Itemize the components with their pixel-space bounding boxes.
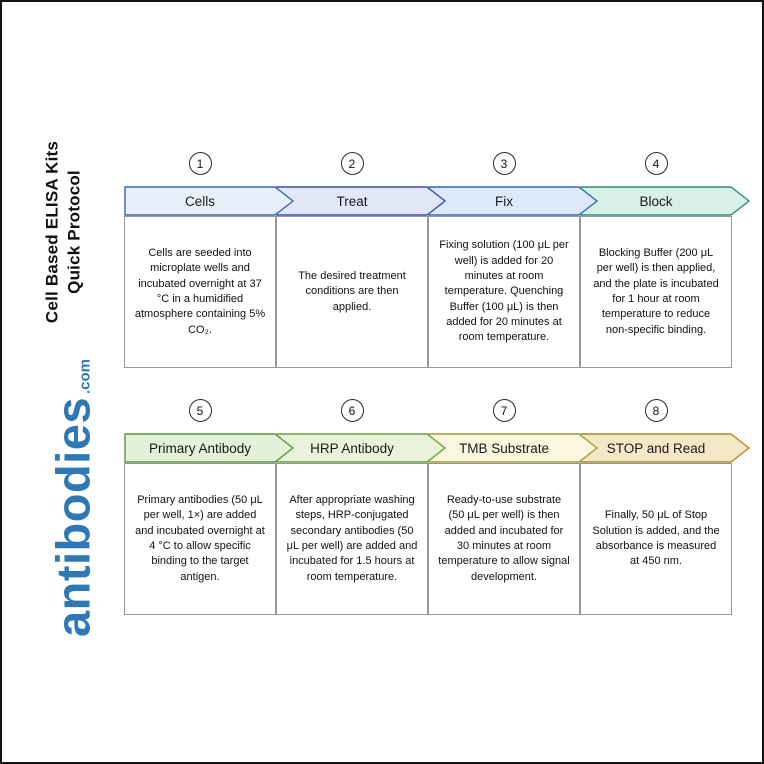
step-banner: Primary Antibody xyxy=(124,433,295,463)
step-tmb-substrate: 7 TMB Substrate Ready-to-use substrate (… xyxy=(428,399,599,615)
protocol-title: Cell Based ELISA Kits Quick Protocol xyxy=(42,141,87,323)
step-label: Fix xyxy=(495,193,513,209)
arrow-shape-icon xyxy=(124,433,295,463)
step-description: Cells are seeded into microplate wells a… xyxy=(124,216,276,368)
step-number-circle: 5 xyxy=(188,399,212,422)
step-treat: 2 Treat The desired treatment conditions… xyxy=(276,152,447,368)
step-number: 2 xyxy=(348,156,356,171)
step-cells: 1 Cells Cells are seeded into microplate… xyxy=(124,152,295,368)
step-banner: Cells xyxy=(124,186,295,216)
arrow-shape-icon xyxy=(124,186,295,216)
step-label: Primary Antibody xyxy=(148,440,252,456)
step-description: After appropriate washing steps, HRP-con… xyxy=(276,463,428,615)
step-number-circle: 4 xyxy=(644,152,668,175)
step-number-circle: 8 xyxy=(644,399,668,422)
protocol-row-1: 1 Cells Cells are seeded into microplate… xyxy=(124,152,751,368)
step-label: Block xyxy=(639,193,673,209)
step-description: Finally, 50 μL of Stop Solution is added… xyxy=(580,463,732,615)
step-number-circle: 7 xyxy=(492,399,516,422)
step-number: 1 xyxy=(196,156,204,171)
step-number: 8 xyxy=(652,403,660,418)
step-number-circle: 2 xyxy=(340,152,364,175)
step-number: 6 xyxy=(348,403,356,418)
step-banner: STOP and Read xyxy=(580,433,751,463)
brand-tld: .com xyxy=(76,358,94,394)
step-label: HRP Antibody xyxy=(310,440,394,456)
step-hrp-antibody: 6 HRP Antibody After appropriate washing… xyxy=(276,399,447,615)
protocol-title-line1: Cell Based ELISA Kits xyxy=(42,140,62,324)
step-banner: TMB Substrate xyxy=(428,433,599,463)
step-number-circle: 6 xyxy=(340,399,364,422)
step-label: STOP and Read xyxy=(606,440,706,456)
step-label: TMB Substrate xyxy=(458,440,550,456)
step-description: Primary antibodies (50 μL per well, 1×) … xyxy=(124,463,276,615)
brand-name: antibodies xyxy=(46,396,100,638)
step-label: Cells xyxy=(184,193,215,209)
step-number: 4 xyxy=(652,156,660,171)
step-description: Blocking Buffer (200 μL per well) is the… xyxy=(580,216,732,368)
step-banner: Block xyxy=(580,186,751,216)
step-label: Treat xyxy=(336,193,368,209)
step-banner: Fix xyxy=(428,186,599,216)
step-description: Ready-to-use substrate (50 μL per well) … xyxy=(428,463,580,615)
step-number-circle: 3 xyxy=(492,152,516,175)
step-description: Fixing solution (100 μL per well) is add… xyxy=(428,216,580,368)
brand-logo: antibodies .com xyxy=(46,359,101,637)
step-number: 5 xyxy=(196,403,204,418)
protocol-title-line2: Quick Protocol xyxy=(65,170,84,294)
step-banner: Treat xyxy=(276,186,447,216)
step-number: 3 xyxy=(500,156,508,171)
step-block: 4 Block Blocking Buffer (200 μL per well… xyxy=(580,152,751,368)
protocol-row-2: 5 Primary Antibody Primary antibodies (5… xyxy=(124,399,751,615)
step-number: 7 xyxy=(500,403,508,418)
step-primary-antibody: 5 Primary Antibody Primary antibodies (5… xyxy=(124,399,295,615)
step-number-circle: 1 xyxy=(188,152,212,175)
step-banner: HRP Antibody xyxy=(276,433,447,463)
step-fix: 3 Fix Fixing solution (100 μL per well) … xyxy=(428,152,599,368)
step-description: The desired treatment conditions are the… xyxy=(276,216,428,368)
step-stop-and-read: 8 STOP and Read Finally, 50 μL of Stop S… xyxy=(580,399,751,615)
